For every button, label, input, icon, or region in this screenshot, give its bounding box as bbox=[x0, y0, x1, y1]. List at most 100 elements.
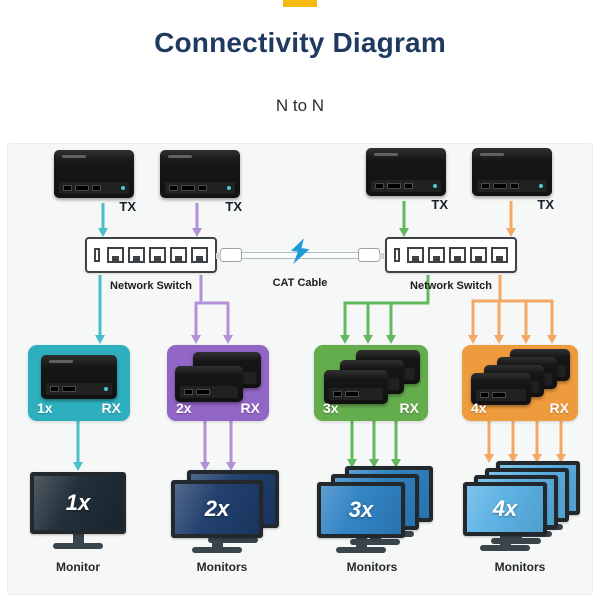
network-switch-2: Network Switch bbox=[385, 237, 517, 292]
diagram-subtitle: N to N bbox=[275, 96, 325, 115]
port bbox=[375, 183, 384, 189]
monitor-group-label: Monitors bbox=[346, 560, 398, 574]
rx-label: RX bbox=[399, 400, 419, 416]
monitor-screen: 3x bbox=[317, 482, 405, 538]
monitor-base bbox=[53, 543, 103, 549]
page-title: Connectivity Diagram bbox=[154, 27, 446, 58]
rx-count: 3x bbox=[323, 400, 339, 416]
rj45-port-icon bbox=[128, 247, 145, 263]
switch-indicator bbox=[94, 248, 100, 262]
monitor-count: 1x bbox=[65, 490, 91, 515]
rx-device-icon bbox=[175, 366, 243, 402]
monitor-screen: 1x bbox=[30, 472, 126, 534]
device-logo-mark bbox=[168, 155, 192, 158]
rj45-plug-icon bbox=[358, 248, 384, 262]
green-connection-group bbox=[340, 201, 430, 468]
purple-connection-group bbox=[191, 203, 236, 471]
rx-device-body bbox=[41, 355, 117, 399]
orange-connection-group bbox=[468, 201, 566, 463]
rx-label: RX bbox=[101, 400, 121, 416]
port bbox=[62, 386, 76, 392]
device-logo-mark bbox=[49, 360, 73, 363]
transmitter-4: TX bbox=[472, 148, 554, 212]
rx-count: 1x bbox=[37, 400, 53, 416]
switch-icon bbox=[85, 237, 217, 273]
port bbox=[510, 183, 519, 189]
led-indicator bbox=[539, 184, 543, 188]
rx-device-icon bbox=[471, 373, 531, 405]
port bbox=[345, 391, 359, 397]
monitor-group-3-front: 3x bbox=[317, 482, 405, 553]
device-logo-mark bbox=[480, 153, 504, 156]
lightning-bolt-icon bbox=[291, 238, 310, 265]
transmitter-2: TX bbox=[160, 150, 242, 214]
rj45-port-icon bbox=[149, 247, 166, 263]
port bbox=[387, 183, 401, 189]
led-indicator bbox=[433, 184, 437, 188]
device-ports bbox=[477, 180, 547, 192]
rx-device-body bbox=[175, 366, 243, 402]
monitor-base bbox=[208, 537, 258, 543]
rx-device-icon bbox=[324, 370, 388, 404]
port bbox=[480, 392, 489, 398]
port bbox=[169, 185, 178, 191]
monitor-group-label: Monitors bbox=[196, 560, 248, 574]
rx-device-body bbox=[324, 370, 388, 404]
cyan-connection-group bbox=[73, 203, 108, 471]
monitor-base bbox=[491, 538, 541, 544]
port bbox=[333, 391, 342, 397]
tx-label: TX bbox=[225, 199, 242, 214]
port bbox=[50, 386, 59, 392]
port bbox=[92, 185, 101, 191]
receiver-group-3: 3x RX bbox=[314, 345, 428, 421]
port bbox=[63, 185, 72, 191]
monitor-neck bbox=[499, 536, 511, 545]
switch-label: Network Switch bbox=[410, 280, 492, 292]
monitor-group-4-front: 4x bbox=[463, 482, 547, 551]
monitor-count: 4x bbox=[492, 496, 518, 521]
led-indicator bbox=[227, 186, 231, 190]
monitor-base bbox=[480, 545, 530, 551]
tx-label: TX bbox=[431, 197, 448, 212]
network-switch-1: Network Switch bbox=[85, 237, 217, 292]
port bbox=[481, 183, 490, 189]
rj45-port-icon bbox=[191, 247, 208, 263]
transmitter-1: TX bbox=[54, 150, 136, 214]
cat-cable bbox=[216, 238, 384, 271]
rx-label: RX bbox=[549, 400, 569, 416]
monitor-group-label: Monitor bbox=[56, 560, 100, 574]
device-ports bbox=[476, 389, 526, 401]
led-indicator bbox=[121, 186, 125, 190]
tx-label: TX bbox=[119, 199, 136, 214]
rx-device-icon bbox=[41, 355, 117, 399]
device-ports bbox=[371, 180, 441, 192]
transmitter-3: TX bbox=[366, 148, 448, 212]
monitor-group-1: 1x bbox=[30, 472, 126, 549]
accent-tab bbox=[283, 0, 317, 7]
monitor-screen: 4x bbox=[463, 482, 547, 536]
port bbox=[493, 183, 507, 189]
monitor-base bbox=[192, 547, 242, 553]
switch-label: Network Switch bbox=[110, 280, 192, 292]
switch-indicator bbox=[394, 248, 400, 262]
receiver-group-2: 2x RX bbox=[167, 345, 269, 421]
port bbox=[184, 389, 193, 395]
device-ports bbox=[180, 386, 238, 398]
monitor-neck bbox=[355, 538, 367, 547]
tx-label: TX bbox=[537, 197, 554, 212]
device-logo-mark bbox=[374, 153, 398, 156]
device-ports bbox=[46, 383, 112, 395]
monitor-base bbox=[350, 539, 400, 545]
rj45-plug-icon bbox=[216, 248, 242, 262]
monitor-count: 2x bbox=[204, 496, 230, 521]
tx-device-icon bbox=[160, 150, 240, 198]
tx-device-icon bbox=[54, 150, 134, 198]
port bbox=[492, 392, 506, 398]
rj45-port-icon bbox=[107, 247, 124, 263]
rj45-port-icon bbox=[170, 247, 187, 263]
led-indicator bbox=[104, 387, 108, 391]
cable-label: CAT Cable bbox=[272, 277, 328, 289]
monitor-neck bbox=[72, 534, 84, 543]
rx-device-body bbox=[471, 373, 531, 405]
